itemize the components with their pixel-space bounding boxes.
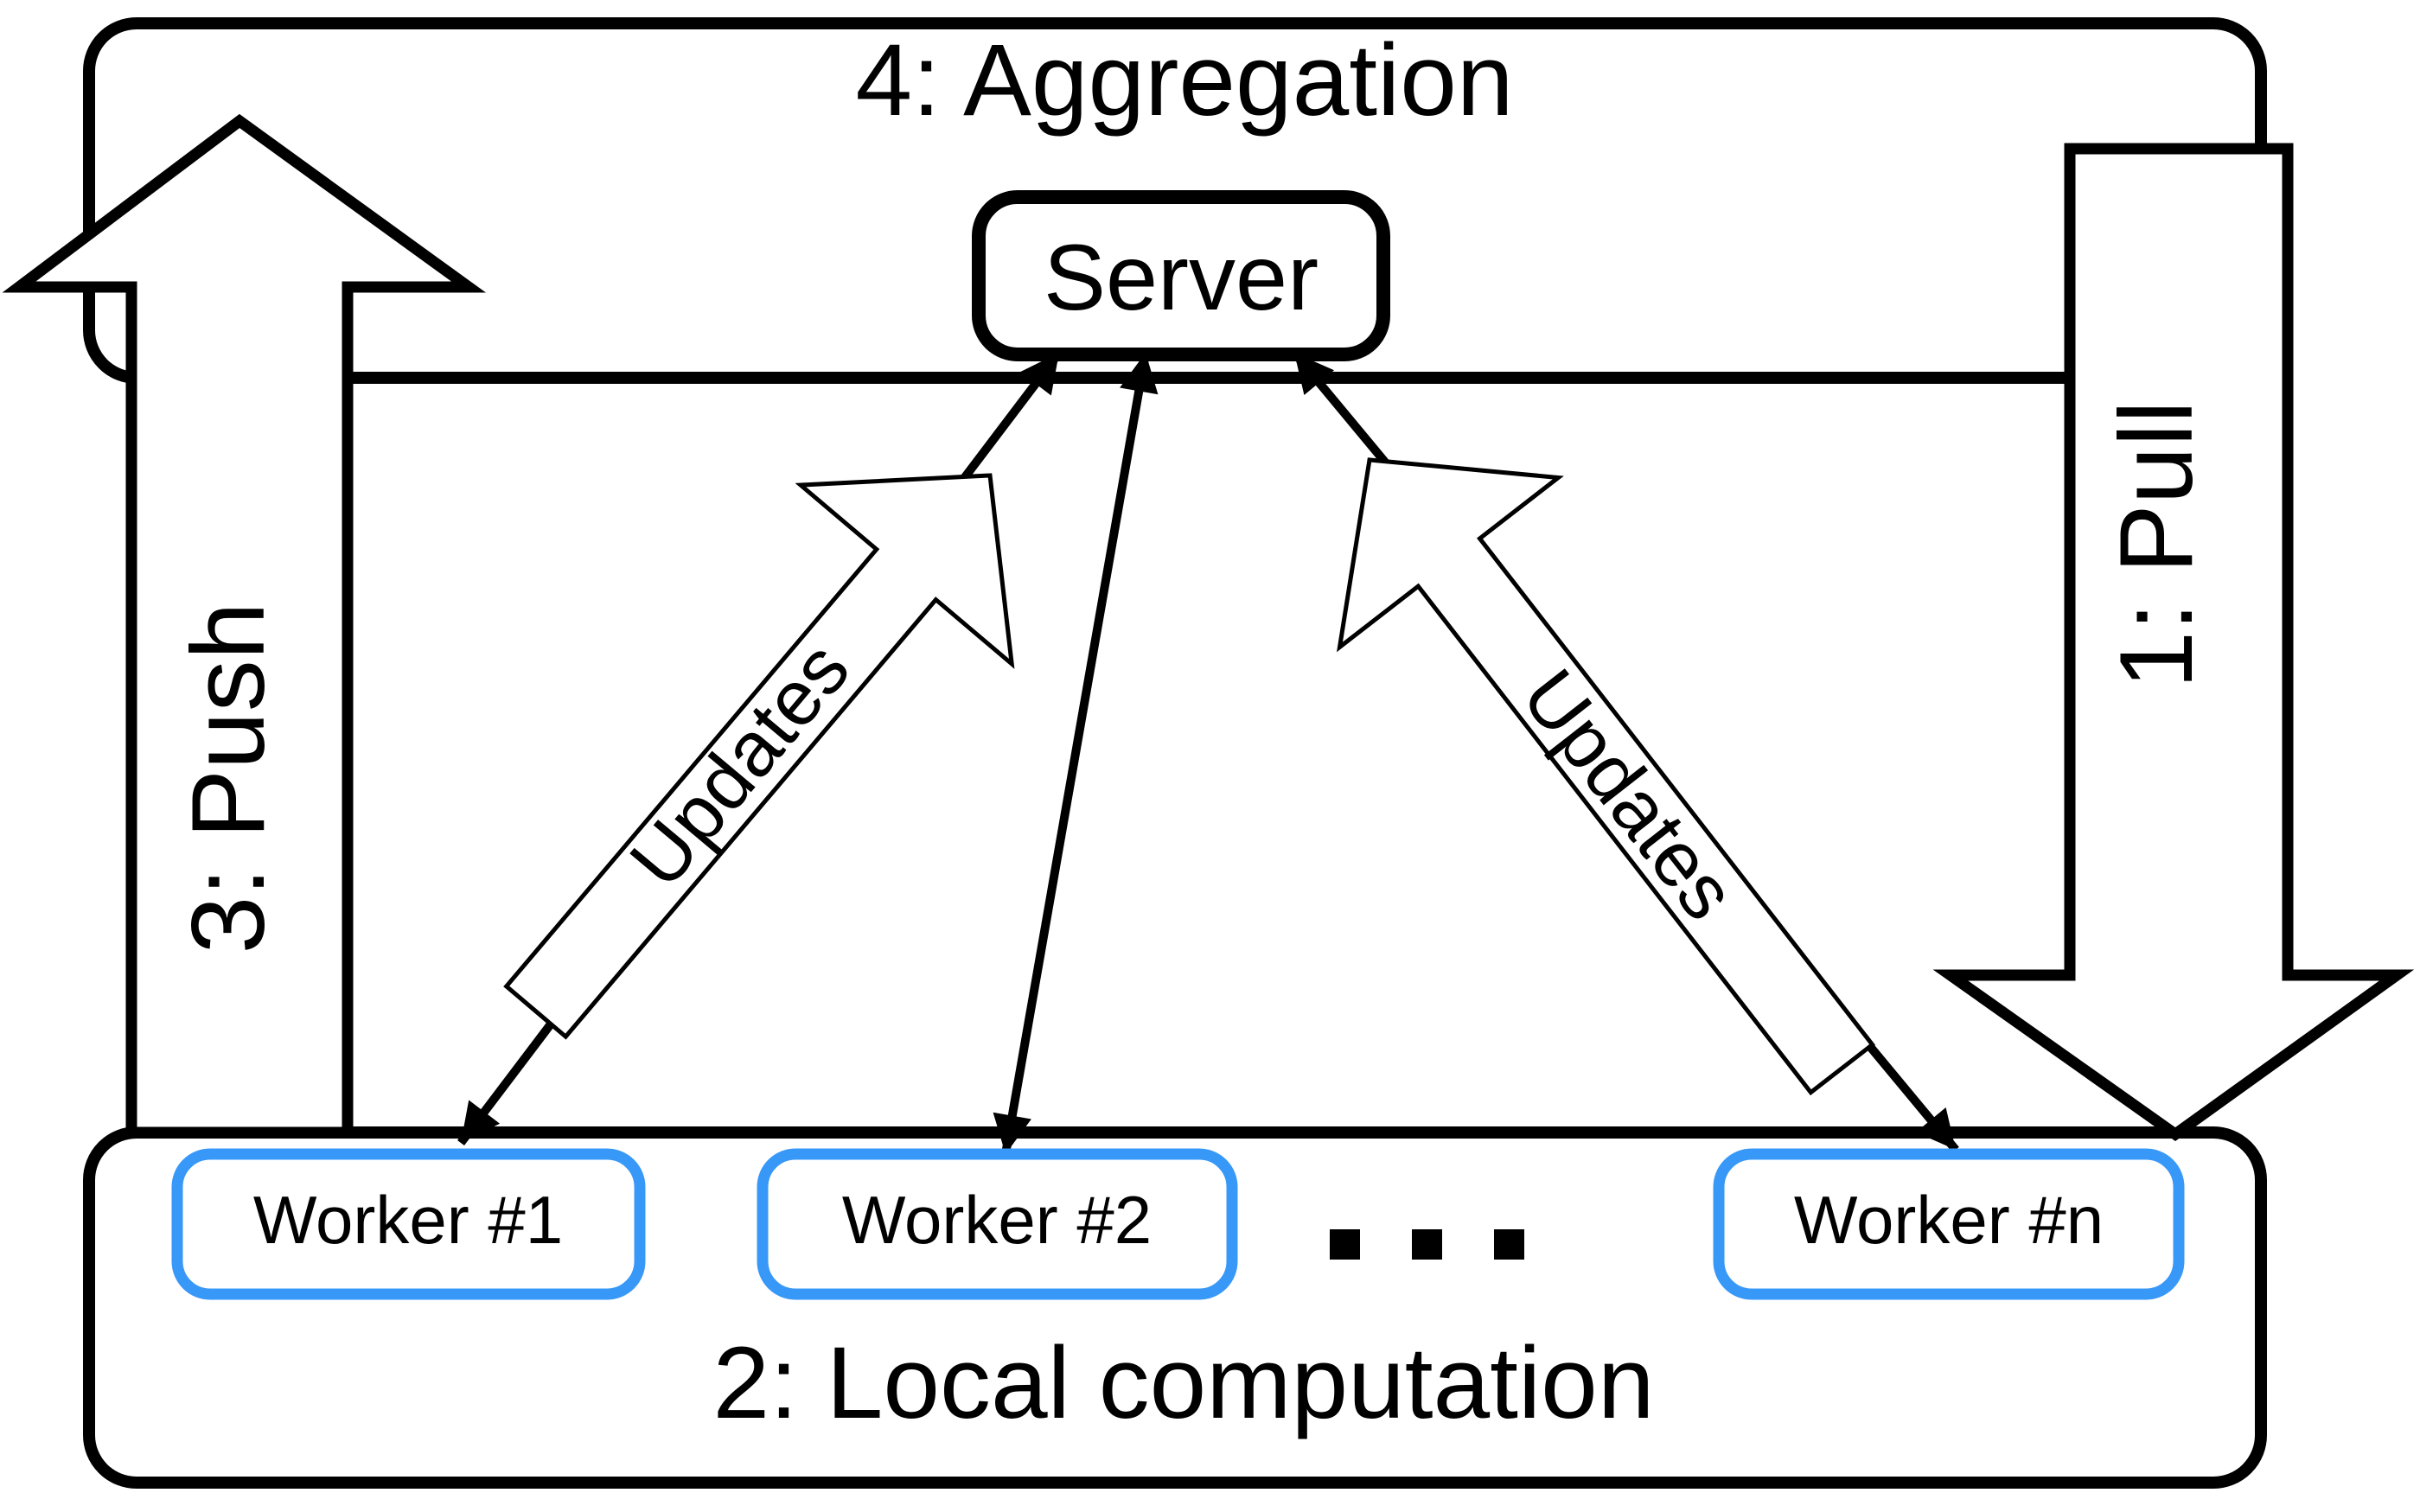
worker-n-label: Worker #n	[1794, 1182, 2104, 1258]
pull-arrow	[1932, 143, 2415, 1141]
worker-1-box	[171, 1148, 646, 1300]
updates-right-label: Updates	[1505, 654, 1752, 936]
worker-1-label: Worker #1	[253, 1182, 563, 1258]
worker-2-label: Worker #2	[842, 1182, 1152, 1258]
worker-n-box	[1713, 1148, 2185, 1300]
ellipsis-dot	[1412, 1229, 1442, 1260]
aggregation-label: 4: Aggregation	[855, 23, 1513, 137]
push-label: 3: Push	[170, 603, 286, 954]
worker-2-box	[757, 1148, 1238, 1300]
ellipsis-dots	[1330, 1229, 1524, 1260]
server-label: Server	[1044, 225, 1319, 329]
updates-left-label: Updates	[614, 626, 866, 903]
ellipsis-dot	[1494, 1229, 1524, 1260]
updates-arrow-left	[503, 473, 1015, 1040]
local-computation-label: 2: Local computation	[713, 1326, 1655, 1440]
pull-label: 1: Pull	[2098, 400, 2214, 689]
server-worker2-link	[993, 352, 1159, 1155]
push-arrow	[2, 113, 487, 1139]
server-box	[972, 190, 1390, 361]
updates-arrow-right	[1337, 457, 1876, 1096]
ellipsis-dot	[1330, 1229, 1360, 1260]
